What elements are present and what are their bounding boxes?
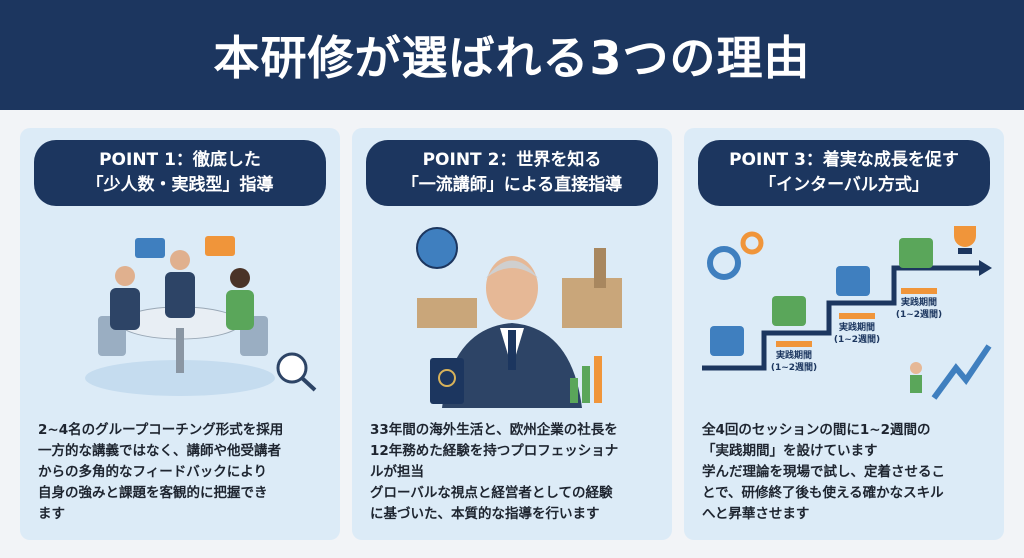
body-line: 全4回のセッションの間に1~2週間の <box>702 422 931 438</box>
body-line: に基づいた、本質的な指導を行います <box>370 506 600 522</box>
step-duration: (1~2週間) <box>771 362 817 373</box>
step-label: 実践期間 <box>839 321 875 333</box>
point-3-heading: POINT 3：着実な成長を促す「インターバル方式」 <box>698 140 990 206</box>
step-duration: (1~2週間) <box>896 309 942 320</box>
body-line: ます <box>38 506 65 522</box>
body-line: 学んだ理論を現場で試し、定着させるこ <box>702 464 945 480</box>
point-1-body: 2~4名のグループコーチング形式を採用一方的な講義ではなく、講師や他受講者からの… <box>38 420 328 525</box>
body-line: からの多角的なフィードバックにより <box>38 464 267 480</box>
step-label: 実践期間 <box>901 296 937 308</box>
body-line: とで、研修終了後も使える確かなスキル <box>702 485 944 501</box>
point-3-card: POINT 3：着実な成長を促す「インターバル方式」 実践期間(1~2週間) 実… <box>684 128 1004 540</box>
point-1-card: POINT 1：徹底した「少人数・実践型」指導 2~4名のグループコーチング形式… <box>20 128 340 540</box>
body-line: 33年間の海外生活と、欧州企業の社長を <box>370 422 618 438</box>
heading-line: 「インターバル方式」 <box>759 175 929 195</box>
body-line: 12年務めた経験を持つプロフェッショナ <box>370 443 619 459</box>
heading-line: 「少人数・実践型」指導 <box>86 175 274 195</box>
body-line: 一方的な講義ではなく、講師や他受講者 <box>38 443 281 459</box>
interval-steps-illustration: 実践期間(1~2週間) 実践期間(1~2週間) 実践期間(1~2週間) <box>702 226 992 400</box>
step-duration: (1~2週間) <box>834 334 880 345</box>
page-title: 本研修が選ばれる3つの理由 <box>213 31 811 85</box>
heading-line: 「一流講師」による直接指導 <box>401 175 623 195</box>
meeting-illustration <box>85 236 317 396</box>
instructor-illustration <box>416 227 622 408</box>
heading-line: POINT 1：徹底した <box>99 150 261 170</box>
point-2-heading: POINT 2：世界を知る「一流講師」による直接指導 <box>366 140 658 206</box>
body-line: グローバルな視点と経営者としての経験 <box>370 485 613 501</box>
step-label: 実践期間 <box>776 349 812 361</box>
body-line: へと昇華させます <box>702 506 810 522</box>
header-banner: 本研修が選ばれる3つの理由 <box>0 0 1024 110</box>
heading-line: POINT 3：着実な成長を促す <box>729 150 959 170</box>
body-line: 自身の強みと課題を客観的に把握でき <box>38 485 268 501</box>
point-2-card: POINT 2：世界を知る「一流講師」による直接指導 33年間の海外生活と、欧州… <box>352 128 672 540</box>
point-3-body: 全4回のセッションの間に1~2週間の「実践期間」を設けています学んだ理論を現場で… <box>702 420 992 525</box>
body-line: ルが担当 <box>370 464 424 480</box>
body-line: 2~4名のグループコーチング形式を採用 <box>38 422 284 438</box>
point-1-heading: POINT 1：徹底した「少人数・実践型」指導 <box>34 140 326 206</box>
heading-line: POINT 2：世界を知る <box>422 150 602 170</box>
body-line: 「実践期間」を設けています <box>702 443 878 459</box>
point-2-body: 33年間の海外生活と、欧州企業の社長を 12年務めた経験を持つプロフェッショナルが… <box>370 420 660 525</box>
